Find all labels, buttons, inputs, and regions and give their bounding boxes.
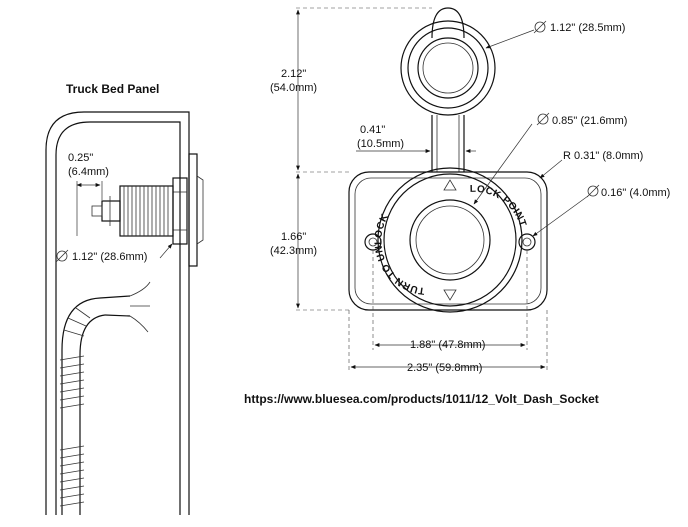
wire-harness <box>59 281 151 515</box>
cap-height-dimension: 2.12" (54.0mm) <box>270 7 432 173</box>
plate-height-mm: (42.3mm) <box>270 245 317 257</box>
socket-diameter-callout: 0.85" (21.6mm) <box>473 112 627 205</box>
corner-radius-callout: R 0.31" (8.0mm) <box>539 150 643 179</box>
hole-diameter-callout: 1.12" (28.6mm) <box>55 243 173 263</box>
ring-left-text: TURN TO UNLOCK <box>373 212 425 296</box>
truck-bed-panel <box>45 111 190 515</box>
socket-cap <box>400 7 496 172</box>
hinge-width-dimension: 0.41" (10.5mm) <box>356 124 476 153</box>
depth-dimension: 0.25" (6.4mm) <box>68 152 109 236</box>
hole-diameter-label: 1.12" (28.6mm) <box>72 251 147 263</box>
plate-height-dimension: 1.66" (42.3mm) <box>270 173 349 311</box>
diameter-icon <box>587 185 599 197</box>
diameter-icon <box>534 21 546 33</box>
diameter-icon <box>537 113 549 125</box>
depth-mm-label: (6.4mm) <box>68 166 109 178</box>
source-url[interactable]: https://www.bluesea.com/products/1011/12… <box>244 392 599 406</box>
hole-spacing-label: 1.88" (47.8mm) <box>410 339 485 351</box>
socket-diameter-label: 0.85" (21.6mm) <box>552 115 627 127</box>
mount-hole-label: 0.16" (4.0mm) <box>601 187 670 199</box>
mounting-plate <box>348 171 548 311</box>
mount-hole-callout: 0.16" (4.0mm) <box>532 184 670 237</box>
hinge-width-mm: (10.5mm) <box>357 138 404 150</box>
socket-ring: TURN TO UNLOCK LOCK POINT <box>373 167 528 313</box>
plate-height-in: 1.66" <box>281 231 306 243</box>
socket-side-view <box>91 153 204 267</box>
cap-diameter-callout: 1.12" (28.5mm) <box>485 20 625 49</box>
cap-height-mm: (54.0mm) <box>270 82 317 94</box>
hole-spacing-dimension: 1.88" (47.8mm) <box>372 250 528 351</box>
hinge-width-in: 0.41" <box>360 124 385 136</box>
plate-width-dimension: 2.35" (59.8mm) <box>348 310 548 374</box>
corner-radius-label: R 0.31" (8.0mm) <box>563 150 643 162</box>
panel-title: Truck Bed Panel <box>66 82 159 96</box>
cap-diameter-label: 1.12" (28.5mm) <box>550 22 625 34</box>
diameter-icon <box>56 250 68 262</box>
plate-width-label: 2.35" (59.8mm) <box>407 362 482 374</box>
depth-in-label: 0.25" <box>68 152 93 164</box>
cap-height-in: 2.12" <box>281 68 306 80</box>
